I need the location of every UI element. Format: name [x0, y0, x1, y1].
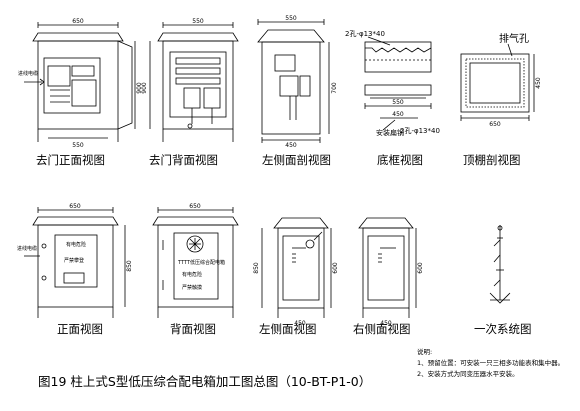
- vent-hole-label: 排气孔: [499, 32, 529, 45]
- dim-bottom-frame: 550: [392, 99, 404, 106]
- left-section-view-drawing: [257, 19, 330, 143]
- front-view-drawing: [24, 207, 126, 318]
- caption-left-side: 左侧面视图: [259, 322, 317, 336]
- no-climb-label: 严禁攀登: [64, 257, 84, 264]
- dim-front-width: 650: [72, 18, 84, 25]
- dim-front-view-width: 650: [69, 203, 81, 210]
- single-line-diagram-drawing: [489, 225, 511, 304]
- back-door-view-drawing: [149, 22, 239, 142]
- dim-front-bottom: 550: [72, 142, 84, 149]
- caption-single-line: 一次系统图: [474, 322, 532, 336]
- drawing-title: 图19 柱上式S型低压综合配电箱加工图总图（10-BT-P1-0）: [38, 374, 372, 389]
- dim-roof-width: 650: [489, 121, 501, 128]
- dim-back-height: 900: [141, 82, 148, 94]
- dim-back-width: 550: [192, 18, 204, 25]
- right-side-view-drawing: [358, 217, 417, 318]
- dim-left-view-height: 850: [253, 262, 260, 274]
- dim-roof-height: 450: [535, 77, 542, 89]
- notes-line-2: 2、安装方式为同变压器水平安装。: [417, 370, 519, 378]
- warning-label: 有电危险: [66, 241, 86, 248]
- dim-left-width: 550: [285, 15, 297, 22]
- dim-right-view-height: 600: [417, 262, 424, 274]
- dim-front-view-height: 850: [126, 260, 133, 272]
- caption-front-door: 去门正面视图: [36, 153, 105, 167]
- caption-back: 背面视图: [170, 322, 216, 336]
- caption-left-section: 左侧面剖视图: [262, 153, 331, 167]
- caption-back-door: 去门背面视图: [149, 153, 218, 167]
- mount-bar-label: 安装扁钢: [376, 128, 404, 137]
- caution-label: 严禁触摸: [182, 284, 202, 291]
- bottom-frame-view-drawing: [364, 36, 432, 131]
- dim-right-view-bottom: 450: [380, 320, 392, 327]
- caption-front: 正面视图: [57, 322, 103, 336]
- back-view-drawing: [152, 207, 239, 318]
- dim-bottom-frame-inner: 450: [392, 111, 404, 118]
- notes-block: 说明: 1、预留位置：可安装一只三相多功能表和集中器。 2、安装方式为同变压器水…: [417, 347, 564, 380]
- caption-roof-section: 顶棚剖视图: [463, 153, 521, 167]
- hole-top-label: 2孔-φ13*40: [345, 30, 385, 38]
- caption-bottom-frame: 底框视图: [377, 153, 423, 167]
- dim-left-view-bottom: 450: [294, 320, 306, 327]
- company-label: TTTT低压综合配电箱: [177, 259, 225, 266]
- dim-left-view-right: 600: [332, 262, 339, 274]
- hole-bottom-label: 2孔-φ13*40: [400, 127, 440, 135]
- incoming-cable-label: 进线电缆: [18, 70, 38, 77]
- left-side-view-drawing: [261, 217, 332, 318]
- dim-back-view-width: 650: [189, 203, 201, 210]
- roof-section-view-drawing: [460, 43, 535, 121]
- front-door-view-drawing: [24, 22, 136, 142]
- dim-left-bottom: 450: [285, 142, 297, 149]
- notes-line-1: 1、预留位置：可安装一只三相多功能表和集中器。: [417, 359, 565, 367]
- dim-left-height: 700: [331, 82, 338, 94]
- dim-front-height: 900: [136, 82, 143, 94]
- outgoing-cable-label: 进线电缆: [17, 245, 37, 252]
- warning-back-label: 有电危险: [182, 271, 202, 278]
- notes-heading: 说明:: [417, 348, 433, 356]
- caption-right-side: 右侧面视图: [353, 322, 411, 336]
